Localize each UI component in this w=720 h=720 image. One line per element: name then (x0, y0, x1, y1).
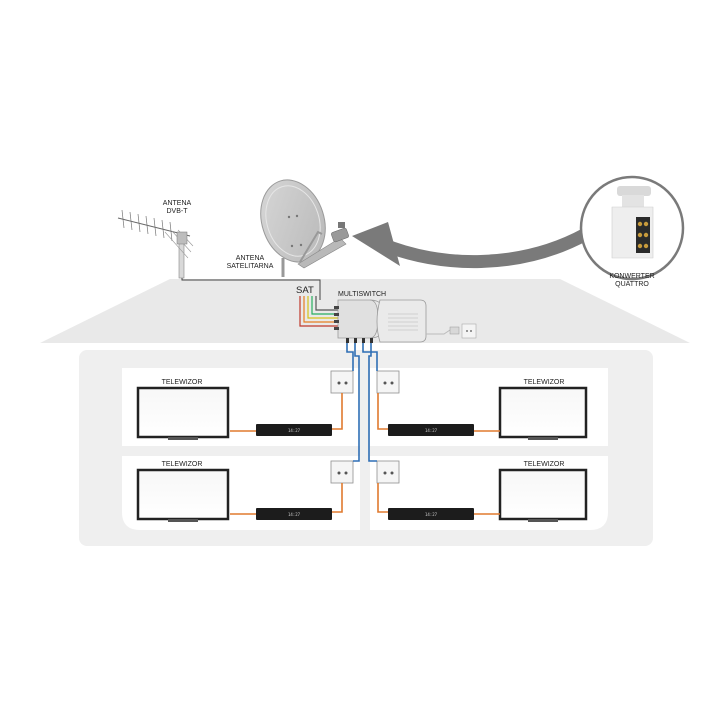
satellite-dish (260, 179, 349, 277)
label-dvbt-line2: DVB-T (167, 208, 189, 215)
television (136, 468, 230, 521)
label-sat-line2: SATELITARNA (227, 263, 274, 270)
wall-socket (376, 460, 400, 484)
television (498, 468, 588, 521)
room-4: TELEWIZOR 14:27 (377, 461, 588, 522)
terrestrial-cable (181, 278, 321, 300)
label-dvbt-line1: ANTENA (163, 200, 192, 207)
label-sat-line1: ANTENA (236, 255, 265, 262)
receiver-clock: 14:27 (288, 428, 301, 433)
multiswitch-device (334, 299, 427, 343)
sat-receiver (388, 424, 474, 436)
room-3: TELEWIZOR 14:27 (136, 461, 343, 522)
tv-label: TELEWIZOR (524, 461, 565, 468)
tv-label: TELEWIZOR (162, 379, 203, 386)
power-plug (426, 323, 477, 339)
television (498, 386, 588, 439)
sat-receiver (256, 508, 332, 520)
sat-receiver (388, 508, 474, 520)
label-converter-line1: KONWERTER (609, 273, 654, 280)
tv-label: TELEWIZOR (524, 379, 565, 386)
receiver-clock: 14:27 (425, 428, 438, 433)
coax-cables (346, 343, 378, 462)
tv-label: TELEWIZOR (162, 461, 203, 468)
sat-receiver (256, 424, 332, 436)
receiver-clock: 14:27 (288, 512, 301, 517)
room-1: TELEWIZOR 14:27 (136, 379, 343, 440)
receiver-clock: 14:27 (425, 512, 438, 517)
room-2: TELEWIZOR 14:27 (377, 379, 588, 440)
dvbt-antenna (117, 209, 194, 279)
wall-socket (330, 370, 354, 394)
label-converter-line2: QUATTRO (615, 281, 649, 288)
television (136, 386, 230, 439)
wall-socket (330, 460, 354, 484)
converter-arrow (352, 222, 593, 269)
converter-zoom (579, 175, 685, 281)
label-sat: SAT (296, 285, 314, 296)
label-multiswitch: MULTISWITCH (338, 291, 386, 298)
sat-cables (299, 296, 340, 327)
wall-socket (376, 370, 400, 394)
